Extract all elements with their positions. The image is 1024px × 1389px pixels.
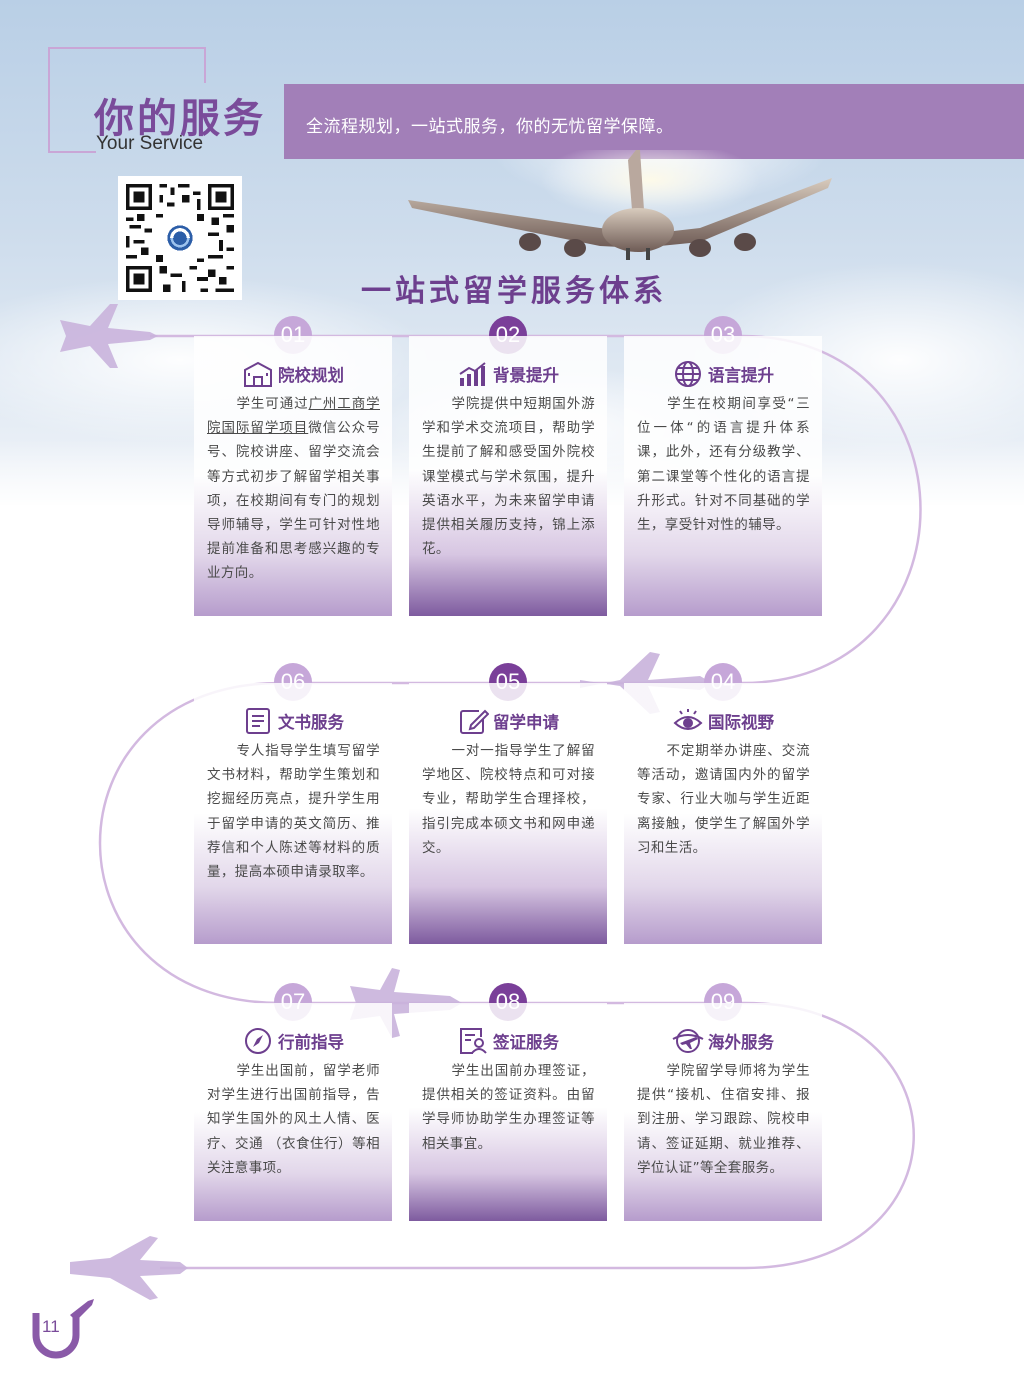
card-title: 文书服务: [278, 713, 344, 732]
card-text: 学生可通过广州工商学院国际留学项目微信公众号号、院校讲座、留学交流会等方式初步了…: [207, 392, 380, 586]
service-card-02: 背景提升 学院提供中短期国外游学和学术交流项目，帮助学生提前了解和感受国外院校课…: [409, 336, 607, 616]
id-card-icon: [460, 1028, 487, 1054]
service-card-08: 签证服务 学生出国前办理签证，提供相关的签证资料。由留学导师协助学生办理签证等相…: [409, 1003, 607, 1221]
page-title: 你的服务: [94, 96, 266, 142]
card-body: 专人指导学生填写留学文书材料，帮助学生策划和挖掘经历亮点，提升学生用于留学申请的…: [207, 743, 380, 881]
card-text: 不定期举办讲座、交流等活动，邀请国内外的留学专家、行业大咖与学生近距离接触，使学…: [637, 739, 810, 860]
card-header: 签证服务: [409, 1027, 607, 1055]
card-title: 行前指导: [278, 1033, 344, 1052]
card-text-post: 微信公众号号、院校讲座、留学交流会等方式初步了解留学相关事项，在校期间有专门的规…: [207, 420, 380, 582]
qr-code-icon: [126, 184, 234, 292]
card-title: 背景提升: [493, 366, 559, 385]
card-body: 学生在校期间享受“三位一体“的语言提升体系课，此外，还有分级教学、第二课堂等个性…: [637, 396, 810, 534]
card-header: 文书服务: [194, 707, 392, 735]
card-title: 院校规划: [278, 366, 344, 385]
card-text: 学院留学导师将为学生提供“接机、住宿安排、报到注册、学习跟踪、院校申请、签证延期…: [637, 1059, 810, 1180]
title-frame: [48, 47, 206, 153]
card-body: 学生出国前办理签证，提供相关的签证资料。由留学导师协助学生办理签证等相关事宜。: [422, 1063, 595, 1152]
card-title: 语言提升: [708, 366, 774, 385]
page-logo-icon: [32, 1299, 94, 1359]
card-header: 行前指导: [194, 1027, 392, 1055]
card-title: 留学申请: [493, 713, 559, 732]
service-card-06: 文书服务 专人指导学生填写留学文书材料，帮助学生策划和挖掘经历亮点，提升学生用于…: [194, 683, 392, 944]
card-title: 国际视野: [708, 713, 774, 732]
school-building-icon: [244, 361, 272, 387]
plane-globe-icon: [672, 1029, 704, 1053]
card-text: 学生出国前，留学老师对学生进行出国前指导，告知学生国外的风土人情、医疗、交通 （…: [207, 1059, 380, 1180]
card-header: 语言提升: [624, 360, 822, 388]
page-subtitle-en: Your Service: [96, 133, 204, 154]
card-header: 留学申请: [409, 707, 607, 735]
airplane-illustration: [408, 150, 832, 260]
slogan-text: 全流程规划，一站式服务，你的无忧留学保障。: [306, 117, 674, 137]
card-body: 一对一指导学生了解留学地区、院校特点和可对接专业，帮助学生合理择校，指引完成本硕…: [422, 743, 595, 856]
qr-code[interactable]: [118, 176, 242, 300]
page-number-badge: 11: [30, 1295, 100, 1360]
bar-chart-icon: [459, 362, 486, 386]
card-body: 学生出国前，留学老师对学生进行出国前指导，告知学生国外的风土人情、医疗、交通 （…: [207, 1063, 380, 1176]
service-card-07: 行前指导 学生出国前，留学老师对学生进行出国前指导，告知学生国外的风土人情、医疗…: [194, 1003, 392, 1221]
document-icon: [246, 708, 270, 734]
eye-icon: [673, 709, 703, 730]
service-card-05: 留学申请 一对一指导学生了解留学地区、院校特点和可对接专业，帮助学生合理择校，指…: [409, 683, 607, 944]
card-body: 学院提供中短期国外游学和学术交流项目，帮助学生提前了解和感受国外院校课堂模式与学…: [422, 396, 595, 558]
card-body: 不定期举办讲座、交流等活动，邀请国内外的留学专家、行业大咖与学生近距离接触，使学…: [637, 743, 810, 856]
globe-icon: [675, 361, 701, 387]
compass-icon: [245, 1028, 271, 1054]
card-header: 背景提升: [409, 360, 607, 388]
card-text: 学院提供中短期国外游学和学术交流项目，帮助学生提前了解和感受国外院校课堂模式与学…: [422, 392, 595, 561]
program-link[interactable]: 广州工商学院国际留学项目: [207, 396, 380, 437]
card-text: 学生出国前办理签证，提供相关的签证资料。由留学导师协助学生办理签证等相关事宜。: [422, 1059, 595, 1156]
service-card-03: 语言提升 学生在校期间享受“三位一体“的语言提升体系课，此外，还有分级教学、第二…: [624, 336, 822, 616]
page-number: 11: [42, 1317, 60, 1336]
card-text: 学生在校期间享受“三位一体“的语言提升体系课，此外，还有分级教学、第二课堂等个性…: [637, 392, 810, 537]
slogan-banner: 全流程规划，一站式服务，你的无忧留学保障。: [284, 84, 1024, 159]
card-title: 签证服务: [493, 1033, 559, 1052]
card-body: 学院留学导师将为学生提供“接机、住宿安排、报到注册、学习跟踪、院校申请、签证延期…: [637, 1063, 810, 1176]
service-card-04: 国际视野 不定期举办讲座、交流等活动，邀请国内外的留学专家、行业大咖与学生近距离…: [624, 683, 822, 944]
card-title: 海外服务: [708, 1033, 774, 1052]
main-title: 一站式留学服务体系: [361, 274, 667, 309]
card-header: 海外服务: [624, 1027, 822, 1055]
service-card-01: 院校规划 学生可通过广州工商学院国际留学项目微信公众号号、院校讲座、留学交流会等…: [194, 336, 392, 616]
edit-icon: [460, 709, 489, 734]
card-text: 专人指导学生填写留学文书材料，帮助学生策划和挖掘经历亮点，提升学生用于留学申请的…: [207, 739, 380, 884]
service-card-09: 海外服务 学院留学导师将为学生提供“接机、住宿安排、报到注册、学习跟踪、院校申请…: [624, 1003, 822, 1221]
card-header: 国际视野: [624, 707, 822, 735]
card-text: 一对一指导学生了解留学地区、院校特点和可对接专业，帮助学生合理择校，指引完成本硕…: [422, 739, 595, 860]
card-text-pre: 学生可通过: [236, 396, 309, 412]
card-header: 院校规划: [194, 360, 392, 388]
